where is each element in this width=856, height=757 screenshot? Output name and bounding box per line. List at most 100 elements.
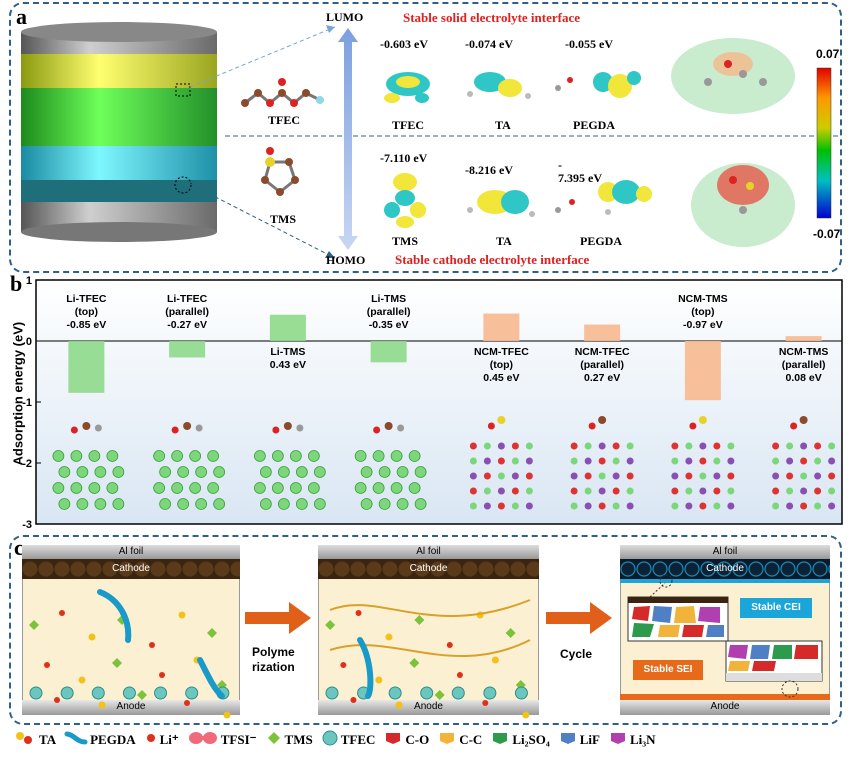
bar-2 — [169, 341, 206, 358]
c-c-icon — [438, 730, 456, 751]
legend-label: Li₃N — [629, 732, 656, 747]
legend-label: TFEC — [340, 732, 376, 747]
cell2-ta-14 — [395, 701, 403, 709]
orbital-lumo-pegda — [555, 71, 641, 98]
bar-6 — [584, 324, 621, 341]
cell1-tfec-1 — [60, 686, 74, 700]
li2so4-icon — [491, 730, 509, 751]
bar-8 — [785, 336, 822, 341]
y-tick-label: -1 — [22, 397, 32, 409]
cell-2-al-foil: Al foil — [318, 545, 539, 559]
cell1-li-10 — [159, 672, 165, 678]
y-tick-label: 1 — [26, 275, 32, 287]
bar-label-7-line-1: NCM-TMS — [678, 293, 728, 305]
tfec-molecule — [241, 78, 324, 107]
cycle-arrow-icon — [546, 602, 612, 634]
bar-label-2-line-2: (parallel) — [165, 306, 209, 318]
colorbar — [816, 67, 832, 219]
cell-2-cathode: Cathode — [318, 559, 539, 579]
cell1-tfec-4 — [154, 686, 168, 700]
cell1-tfec-5 — [185, 686, 199, 700]
cell1-ta-5 — [178, 611, 186, 619]
cell2-tms-0 — [325, 620, 336, 630]
legend-label: LiF — [579, 732, 600, 747]
surface-6 — [570, 416, 634, 510]
homo-name-3: PEGDA — [580, 234, 622, 248]
legend-item-8: C-C — [438, 727, 482, 753]
cell-3-anode: Anode — [620, 700, 830, 715]
bar-5 — [483, 313, 520, 341]
homo-label: HOMO — [326, 253, 366, 267]
energy-arrow — [338, 28, 358, 250]
bar-label-4-line-3: -0.35 eV — [369, 319, 409, 331]
lumo-energy-3: -0.055 eV — [565, 37, 613, 51]
legend-item-3: Li⁺ — [145, 727, 179, 753]
zoom-lines — [189, 25, 840, 259]
cei-layer — [620, 579, 830, 583]
colorbar-max: 0.07 — [816, 47, 840, 61]
orbital-lumo-ta — [467, 72, 531, 99]
legend-label: C-C — [459, 732, 483, 747]
bar-label-8-line-3: 0.08 eV — [786, 372, 822, 384]
cell1-li-7 — [44, 662, 50, 668]
cell2-ta-17 — [522, 711, 530, 719]
cell2-polymer-2 — [329, 639, 531, 658]
bar-label-3-line-1: Li-TMS — [270, 346, 305, 358]
tfec-icon — [322, 730, 338, 751]
cell1-li-1 — [59, 610, 65, 616]
bar-label-5-line-2: (top) — [490, 359, 513, 371]
legend-item-1: TA — [14, 727, 56, 753]
cell1-tms-6 — [207, 628, 217, 638]
legend-label: TFSI⁻ — [220, 732, 257, 747]
legend-item-10: LiF — [559, 727, 600, 753]
homo-name-2: TA — [496, 234, 512, 248]
ta-icon — [14, 730, 36, 751]
tms-label: TMS — [270, 212, 297, 226]
panel-a-label: a — [16, 4, 27, 29]
surface-1 — [52, 422, 125, 510]
cell2-li-7 — [340, 662, 347, 668]
cell2-pegda-1 — [357, 637, 374, 699]
pegda-icon — [64, 730, 88, 751]
surface-7 — [671, 416, 735, 510]
cell-1-cathode: Cathode — [22, 559, 240, 579]
homo-energy-3a: - — [558, 158, 562, 172]
panel-a — [9, 2, 842, 273]
cell1-pegda-2 — [197, 657, 225, 699]
legend-item-6: TFEC — [322, 727, 376, 753]
bar-label-7-line-3: -0.97 eV — [683, 319, 723, 331]
bar-label-6-line-1: NCM-TFEC — [575, 346, 630, 358]
cell1-li-16 — [184, 700, 190, 706]
homo-energy-2: -8.216 eV — [465, 163, 513, 177]
cell1-pegda-1 — [97, 589, 132, 643]
panel-c — [9, 535, 842, 725]
legend-item-4: TFSI⁻ — [188, 727, 257, 753]
cell1-ta-2 — [88, 633, 96, 641]
surface-2 — [153, 422, 226, 510]
cei-title: Stable cathode electrolyte interface — [395, 252, 590, 267]
legend-item-5: TMS — [266, 727, 313, 753]
legend-item-7: C-O — [384, 727, 429, 753]
cell2-ta-8 — [375, 676, 383, 684]
lumo-name-2: TA — [495, 118, 511, 132]
cell1-tms-9 — [112, 658, 122, 668]
bar-label-5-line-1: NCM-TFEC — [474, 346, 529, 358]
homo-name-1: TMS — [392, 234, 419, 248]
polymerization-text: Polyme rization — [252, 645, 295, 674]
y-tick-label: 0 — [26, 336, 32, 348]
cell2-ta-2 — [385, 633, 393, 641]
cell2-li-13 — [350, 697, 357, 703]
bar-label-4-line-2: (parallel) — [367, 306, 411, 318]
surface-5 — [469, 416, 533, 510]
cell1-ta-17 — [223, 711, 231, 719]
lumo-energy-1: -0.603 eV — [380, 37, 428, 51]
cell1-ta-14 — [98, 701, 106, 709]
sei-badge: Stable SEI — [633, 660, 703, 680]
cell2-ta-11 — [491, 656, 499, 664]
esp-map-bottom — [691, 163, 795, 247]
bar-label-1-line-3: -0.85 eV — [67, 319, 107, 331]
cell2-tms-9 — [409, 658, 420, 668]
polymerization-arrow-icon — [245, 602, 311, 634]
colorbar-min: -0.07 — [813, 227, 841, 241]
